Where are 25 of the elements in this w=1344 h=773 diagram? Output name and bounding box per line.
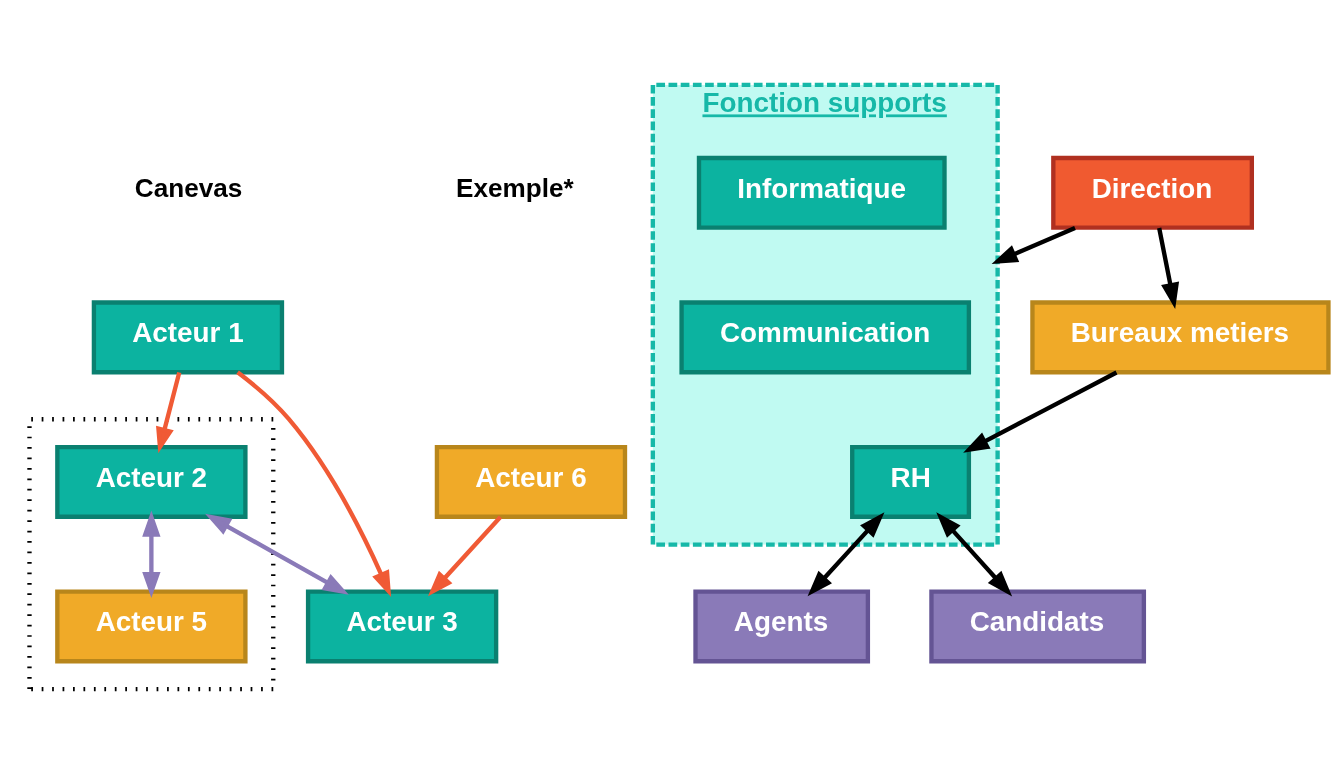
arrow bbox=[1157, 227, 1180, 309]
node-box: Acteur 3 bbox=[305, 588, 499, 663]
node-box: RH bbox=[850, 444, 972, 519]
arrow bbox=[807, 511, 885, 596]
node-box: Informatique bbox=[696, 155, 947, 230]
node-box: Communication bbox=[679, 299, 972, 374]
arrow bbox=[427, 515, 503, 596]
node-box: Acteur 2 bbox=[55, 444, 248, 519]
arrow bbox=[142, 510, 161, 598]
node-box: Acteur 5 bbox=[55, 588, 248, 663]
node-box: Agents bbox=[693, 588, 871, 663]
arrow bbox=[236, 370, 392, 597]
arrow bbox=[156, 371, 182, 453]
arrow bbox=[963, 370, 1118, 453]
arrow bbox=[205, 513, 349, 595]
arrow bbox=[991, 225, 1076, 264]
label: Exemple* bbox=[456, 172, 574, 203]
node-box: Direction bbox=[1051, 155, 1254, 230]
node-box: Candidats bbox=[929, 588, 1147, 663]
node-box: Acteur 1 bbox=[91, 299, 285, 374]
arrow bbox=[936, 511, 1013, 596]
label: Canevas bbox=[134, 172, 243, 203]
node-box: Acteur 6 bbox=[434, 444, 628, 519]
cluster bbox=[27, 416, 276, 691]
node-box: Bureaux metiers bbox=[1030, 299, 1331, 374]
